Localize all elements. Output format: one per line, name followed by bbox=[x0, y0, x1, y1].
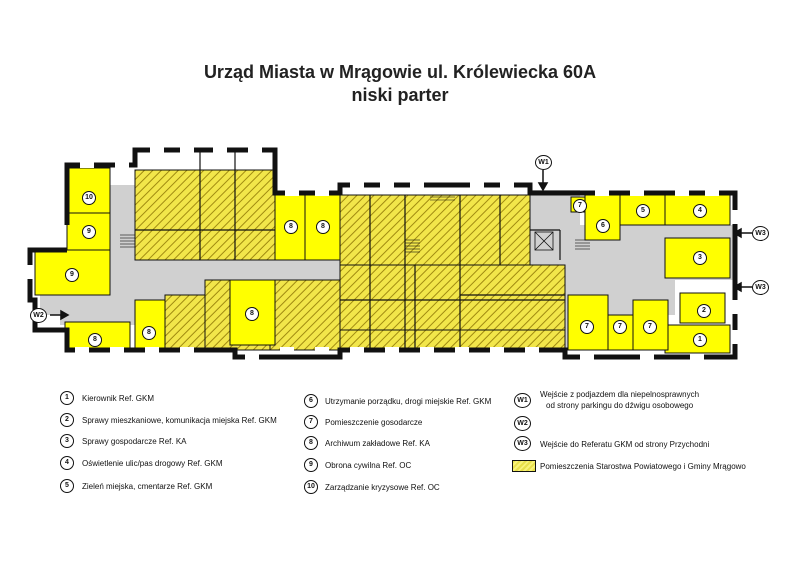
room-badge: 1 bbox=[693, 333, 707, 347]
room-badge: 8 bbox=[284, 220, 298, 234]
legend-text: Pomieszczenie gosodarcze bbox=[325, 418, 423, 427]
room-badge: 9 bbox=[65, 268, 79, 282]
stairs bbox=[120, 196, 590, 253]
legend-text: Zieleń miejska, cmentarze Ref. GKM bbox=[82, 482, 213, 491]
outer-walls bbox=[27, 147, 738, 360]
legend-text: od strony parkingu do dźwigu osobowego bbox=[546, 401, 694, 410]
legend-badge: 1 bbox=[60, 391, 74, 405]
legend-badge: 5 bbox=[60, 479, 74, 493]
room-badge: 8 bbox=[316, 220, 330, 234]
legend-badge: 3 bbox=[60, 434, 74, 448]
legend-badge: 10 bbox=[304, 480, 318, 494]
legend-text: Utrzymanie porządku, drogi miejskie Ref.… bbox=[325, 397, 492, 406]
room-badge: 2 bbox=[697, 304, 711, 318]
room-badge: 10 bbox=[82, 191, 96, 205]
entrance-badge-w1: W1 bbox=[535, 155, 552, 170]
room-badge: 6 bbox=[596, 219, 610, 233]
room-badge: 7 bbox=[573, 199, 587, 213]
room-badge: 3 bbox=[693, 251, 707, 265]
legend-text: Obrona cywilna Ref. OC bbox=[325, 461, 412, 470]
entrance-badge-w2: W2 bbox=[30, 308, 47, 323]
entrance-badge-w3: W3 bbox=[752, 280, 769, 295]
room-badge: 4 bbox=[693, 204, 707, 218]
page-subtitle: niski parter bbox=[351, 85, 449, 105]
legend-badge-w3: W3 bbox=[514, 436, 531, 451]
hatch-swatch bbox=[512, 460, 536, 472]
room-badge: 8 bbox=[88, 333, 102, 347]
legend-text: Zarządzanie kryzysowe Ref. OC bbox=[325, 483, 440, 492]
room-badge: 8 bbox=[245, 307, 259, 321]
legend-badge: 6 bbox=[304, 394, 318, 408]
page-title: Urząd Miasta w Mrągowie ul. Królewiecka … bbox=[203, 62, 597, 82]
hatched-rooms bbox=[134, 169, 566, 351]
room-badge: 8 bbox=[142, 326, 156, 340]
legend-text: Pomieszczenia Starostwa Powiatowego i Gm… bbox=[540, 462, 746, 471]
room-badge: 7 bbox=[643, 320, 657, 334]
interior-walls bbox=[135, 150, 565, 350]
entrance-arrows bbox=[50, 170, 752, 321]
room-badge: 7 bbox=[580, 320, 594, 334]
legend-badge: 4 bbox=[60, 456, 74, 470]
legend-badge: 7 bbox=[304, 415, 318, 429]
legend-badge: 9 bbox=[304, 458, 318, 472]
legend-text: Wejście z podjazdem dla niepelnosprawnyc… bbox=[540, 390, 700, 399]
legend-text: Kierownik Ref. GKM bbox=[82, 394, 155, 403]
windows bbox=[27, 147, 738, 360]
legend-text: Oświetlenie ulic/pas drogowy Ref. GKM bbox=[82, 459, 223, 468]
legend-text: Wejście do Referatu GKM od strony Przych… bbox=[540, 440, 710, 449]
legend-badge-w2: W2 bbox=[514, 416, 531, 431]
legend-badge-w1: W1 bbox=[514, 393, 531, 408]
legend-text: Sprawy gospodarcze Ref. KA bbox=[82, 437, 187, 446]
legend-text: Archiwum zakładowe Ref. KA bbox=[325, 439, 430, 448]
entrance-badge-w3: W3 bbox=[752, 226, 769, 241]
room-badge: 7 bbox=[613, 320, 627, 334]
room-badge: 5 bbox=[636, 204, 650, 218]
legend-text: Sprawy mieszkaniowe, komunikacja miejska… bbox=[82, 416, 277, 425]
legend-badge: 8 bbox=[304, 436, 318, 450]
room-badge: 9 bbox=[82, 225, 96, 239]
legend-badge: 2 bbox=[60, 413, 74, 427]
elevator bbox=[534, 231, 554, 251]
